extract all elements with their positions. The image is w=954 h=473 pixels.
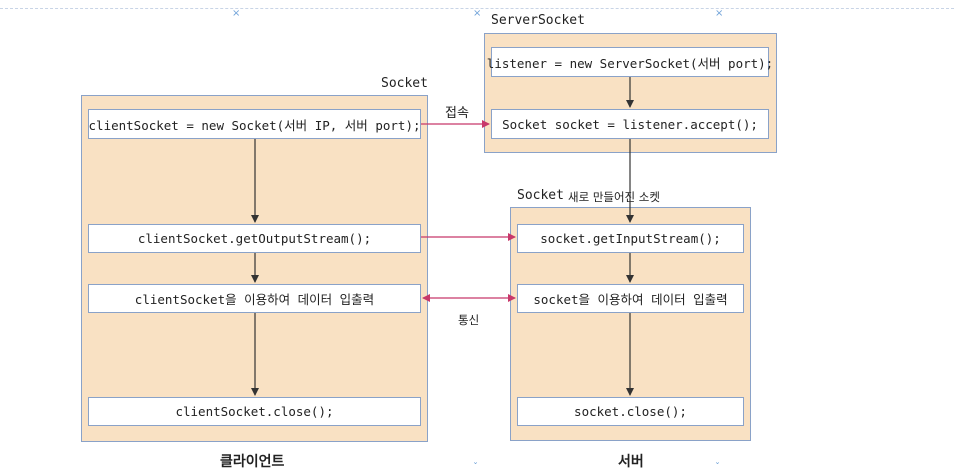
server-close-box: socket.close(); — [517, 397, 744, 426]
client-io-box: clientSocket을 이용하여 데이터 입출력 — [88, 284, 421, 313]
server-io-box: socket을 이용하여 데이터 입출력 — [517, 284, 744, 313]
top-guide-line — [0, 8, 954, 9]
server-socket-title: ServerSocket — [491, 13, 585, 28]
server-socket-title-2: Socket — [517, 188, 564, 203]
client-create-socket-box: clientSocket = new Socket(서버 IP, 서버 port… — [88, 109, 421, 139]
x-mark-icon: × — [232, 8, 241, 19]
bottom-mark-icon: ˇ — [715, 462, 720, 473]
connect-label: 접속 — [445, 106, 469, 121]
accept-box: Socket socket = listener.accept(); — [491, 109, 769, 139]
new-socket-subtitle: 새로 만들어진 소켓 — [568, 190, 660, 204]
server-caption: 서버 — [618, 454, 644, 470]
x-mark-icon: × — [715, 8, 724, 19]
client-close-box: clientSocket.close(); — [88, 397, 421, 426]
bottom-mark-icon: ˇ — [473, 462, 478, 473]
client-get-output-box: clientSocket.getOutputStream(); — [88, 224, 421, 253]
client-socket-title: Socket — [381, 76, 428, 91]
listener-box: listener = new ServerSocket(서버 port); — [487, 47, 773, 77]
communicate-label: 통신 — [458, 313, 480, 327]
client-caption: 클라이언트 — [220, 454, 285, 470]
x-mark-icon: × — [473, 8, 482, 19]
server-get-input-box: socket.getInputStream(); — [517, 224, 744, 253]
